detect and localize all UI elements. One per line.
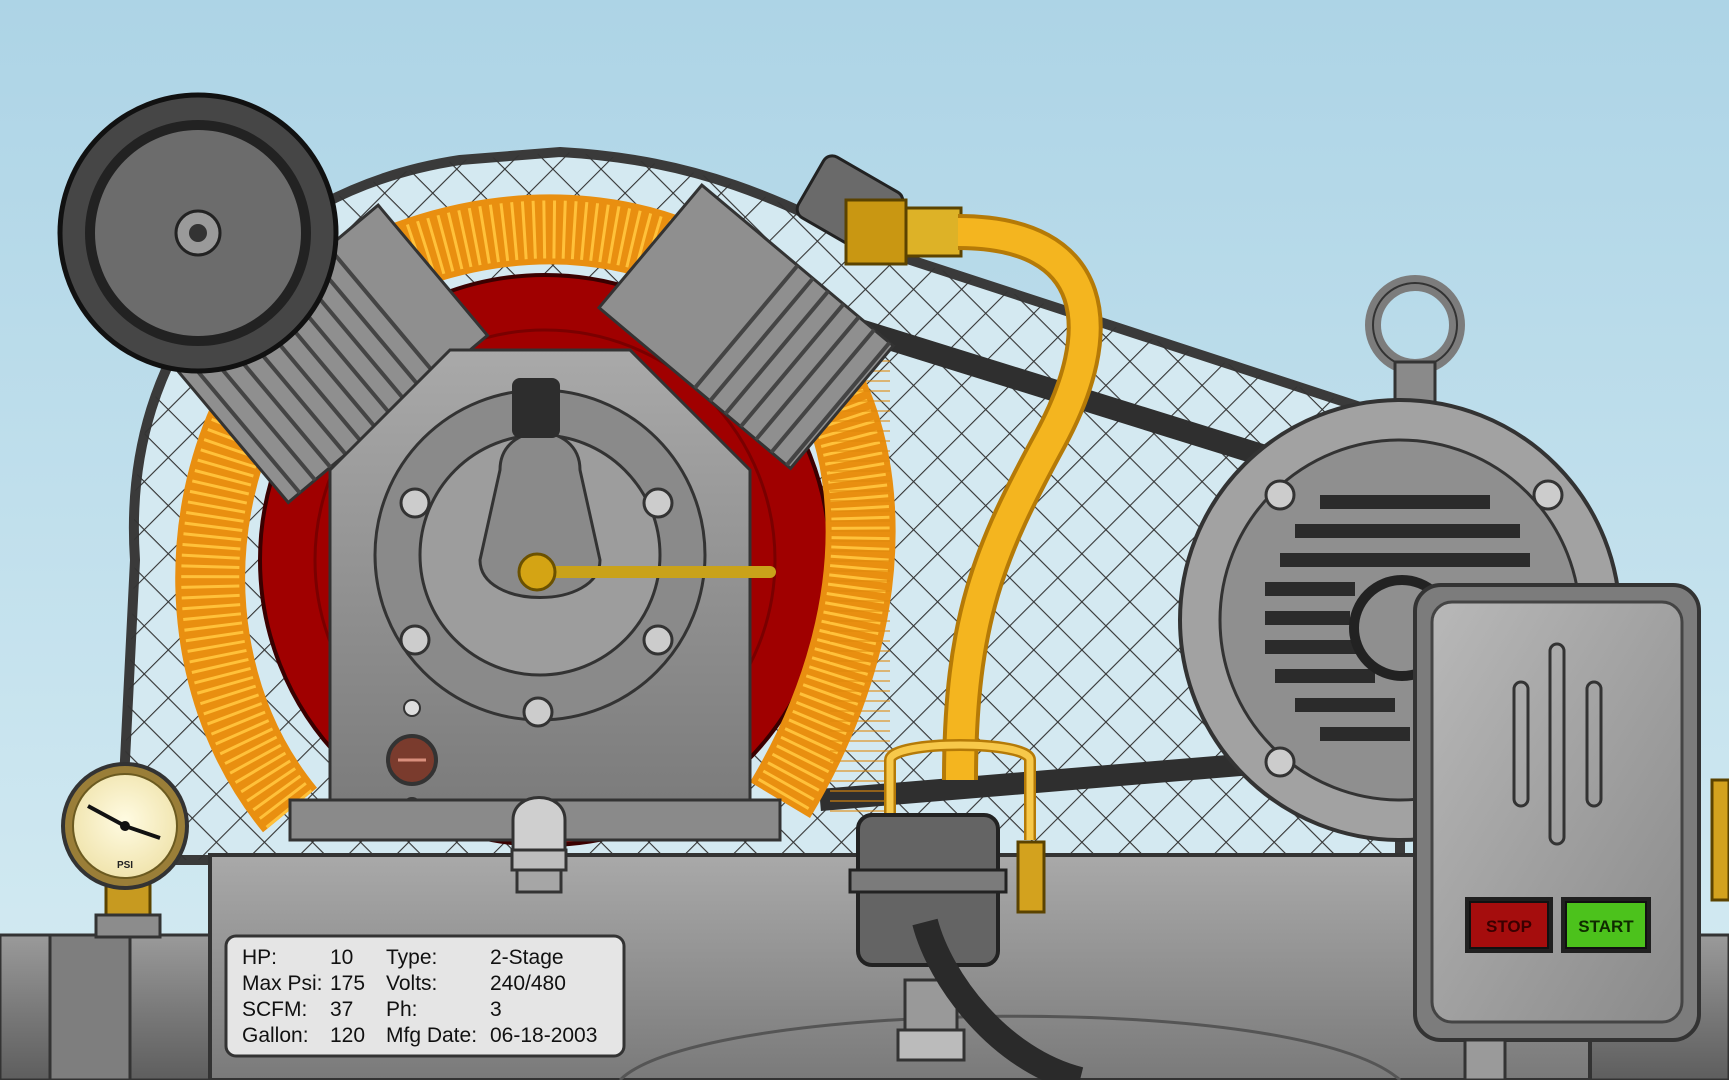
nameplate-gallon-key: Gallon:: [242, 1024, 309, 1047]
nameplate-volts-value: 240/480: [490, 972, 566, 995]
nameplate-hp-key: HP:: [242, 946, 277, 969]
nameplate-ph-value: 3: [490, 998, 502, 1021]
start-button-label: START: [1578, 917, 1634, 936]
nameplate-maxpsi-value: 175: [330, 972, 365, 995]
nameplate-volts-key: Volts:: [386, 972, 437, 995]
nameplate-ph-key: Ph:: [386, 998, 418, 1021]
safety-valve: [1712, 780, 1729, 900]
gauge-unit-label: PSI: [117, 860, 133, 871]
pump-pulley: [60, 95, 336, 371]
nameplate-type-key: Type:: [386, 946, 437, 969]
nameplate-maxpsi-key: Max Psi:: [242, 972, 323, 995]
start-button[interactable]: START: [1561, 897, 1651, 953]
nameplate-gallon-value: 120: [330, 1024, 365, 1047]
check-valve: [512, 798, 566, 893]
nameplate-type-value: 2-Stage: [490, 946, 564, 969]
nameplate: HP: 10 Type: 2-Stage Max Psi: 175 Volts:…: [226, 936, 624, 1056]
motor-starter-box: [1415, 585, 1699, 1080]
nameplate-mfgdate-key: Mfg Date:: [386, 1024, 477, 1047]
nameplate-scfm-value: 37: [330, 998, 353, 1021]
nameplate-hp-value: 10: [330, 946, 353, 969]
nameplate-mfgdate-value: 06-18-2003: [490, 1024, 597, 1047]
nameplate-scfm-key: SCFM:: [242, 998, 307, 1021]
stop-button-label: STOP: [1486, 917, 1532, 936]
stop-button[interactable]: STOP: [1465, 897, 1553, 953]
